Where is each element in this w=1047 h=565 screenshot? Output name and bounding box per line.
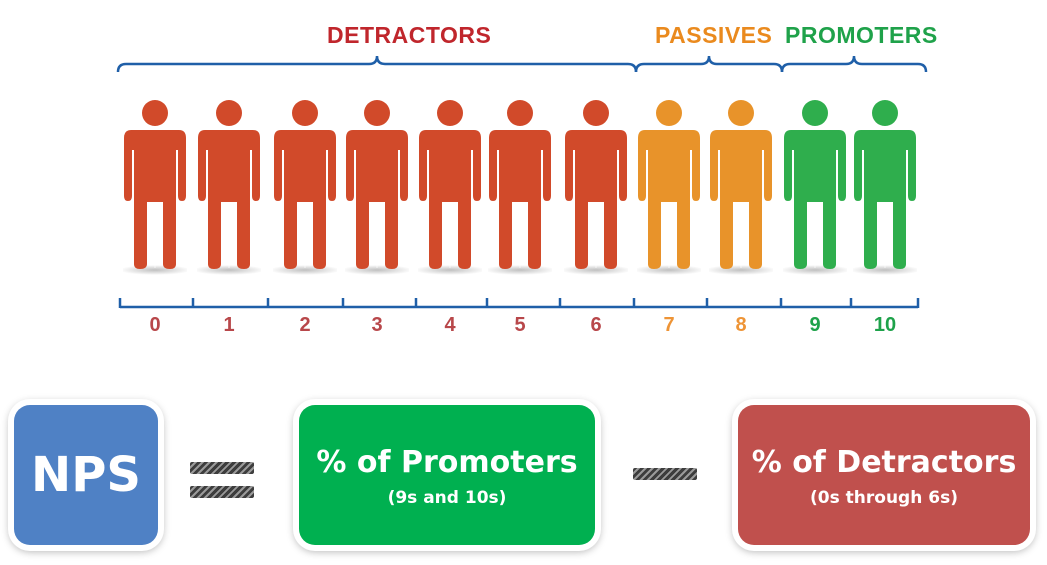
promoters-label: PROMOTERS — [785, 22, 938, 48]
person-icon — [564, 100, 628, 275]
bracket-passives — [634, 55, 784, 73]
person-icon — [197, 100, 261, 275]
promoters-subtitle: (9s and 10s) — [387, 488, 507, 508]
score-label-5: 5 — [514, 314, 526, 336]
detractors-box: % of Detractors (0s through 6s) — [738, 405, 1030, 545]
bracket-promoters — [780, 55, 928, 73]
person-icon — [345, 100, 409, 275]
person-icon — [123, 100, 187, 275]
promoters-title: % of Promoters — [316, 445, 578, 480]
score-label-7: 7 — [663, 314, 675, 336]
equals-sign — [190, 458, 254, 504]
nps-label: NPS — [31, 447, 141, 503]
nps-box: NPS — [14, 405, 158, 545]
score-label-4: 4 — [444, 314, 456, 336]
detractors-title: % of Detractors — [751, 445, 1017, 480]
person-icon — [273, 100, 337, 275]
person-icon — [709, 100, 773, 275]
score-label-6: 6 — [590, 314, 602, 336]
passives-label: PASSIVES — [655, 22, 773, 48]
minus-sign — [633, 464, 697, 484]
score-scale — [118, 298, 920, 309]
person-icon — [418, 100, 482, 275]
bracket-detractors — [116, 55, 638, 73]
score-label-3: 3 — [371, 314, 383, 336]
person-icon — [637, 100, 701, 275]
score-label-0: 0 — [149, 314, 161, 336]
score-label-9: 9 — [809, 314, 821, 336]
detractors-label: DETRACTORS — [327, 22, 492, 48]
promoters-box: % of Promoters (9s and 10s) — [299, 405, 595, 545]
score-label-2: 2 — [299, 314, 311, 336]
score-label-8: 8 — [735, 314, 747, 336]
group-brackets — [116, 55, 928, 73]
detractors-subtitle: (0s through 6s) — [810, 488, 958, 508]
person-icon — [853, 100, 917, 275]
person-icon — [783, 100, 847, 275]
score-label-1: 1 — [223, 314, 235, 336]
person-icon — [488, 100, 552, 275]
score-label-10: 10 — [873, 314, 897, 336]
